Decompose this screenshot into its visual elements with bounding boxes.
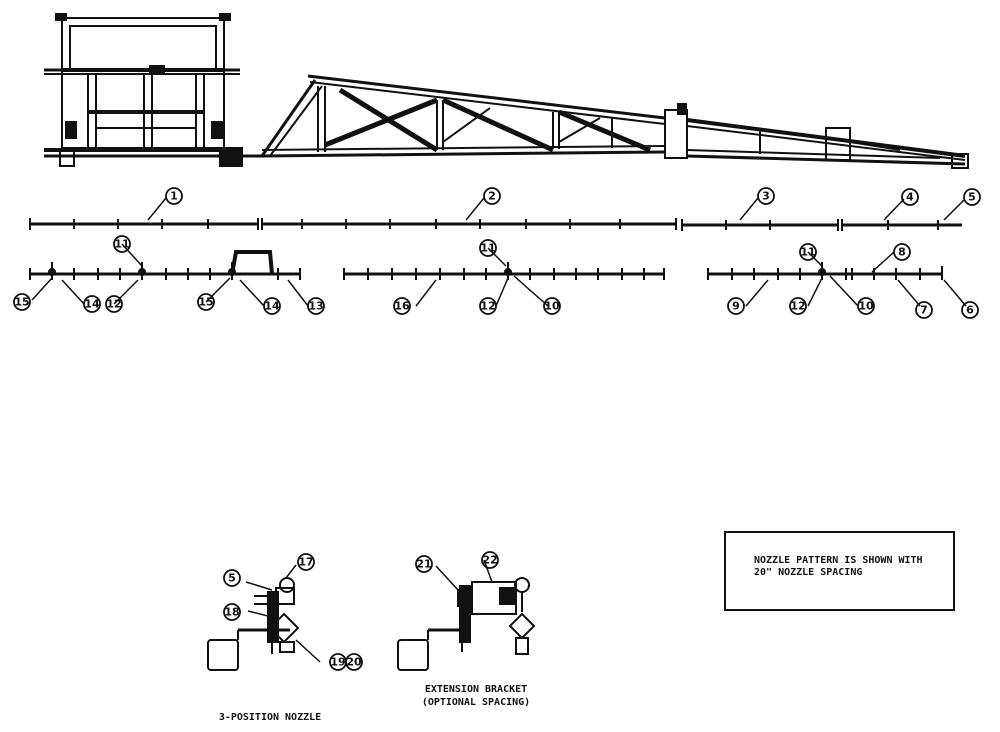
note-line-2: 20" NOZZLE SPACING xyxy=(754,567,863,578)
callout-15: 15 xyxy=(14,296,29,309)
callout-13: 13 xyxy=(308,300,323,313)
callout-5: 5 xyxy=(968,191,976,204)
callout-12: 12 xyxy=(106,298,121,311)
callout-8: 8 xyxy=(898,246,906,259)
extension-caption-line1: EXTENSION BRACKET xyxy=(425,684,527,695)
callout-21: 21 xyxy=(416,558,431,571)
nozzle-caption: 3-POSITION NOZZLE xyxy=(219,712,321,723)
callout-2: 2 xyxy=(488,190,496,203)
three-position-nozzle-detail xyxy=(207,564,321,671)
callout-6: 6 xyxy=(966,304,974,317)
callout-4: 4 xyxy=(906,191,914,204)
note-line-1: NOZZLE PATTERN IS SHOWN WITH xyxy=(754,555,923,566)
boom-frame xyxy=(44,13,969,169)
nozzle-row-right xyxy=(707,262,943,280)
callout-1: 1 xyxy=(170,190,178,203)
callout-20: 20 xyxy=(346,656,362,669)
nozzle-pattern-note: NOZZLE PATTERN IS SHOWN WITH 20" NOZZLE … xyxy=(724,531,955,611)
callout-11: 11 xyxy=(480,242,495,255)
callout-22: 22 xyxy=(482,554,497,567)
callout-15: 15 xyxy=(198,296,213,309)
callout-3: 3 xyxy=(762,190,770,203)
callout-14: 14 xyxy=(84,298,100,311)
callout-17: 17 xyxy=(298,556,313,569)
callout-9: 9 xyxy=(732,300,740,313)
extension-bracket-detail xyxy=(397,559,536,671)
callout-5: 5 xyxy=(228,572,236,585)
nozzle-row-center xyxy=(343,262,665,280)
callout-19: 19 xyxy=(330,656,345,669)
callout-18: 18 xyxy=(224,606,239,619)
callout-12: 12 xyxy=(480,300,495,313)
callout-11: 11 xyxy=(114,238,129,251)
extension-caption-line2: (OPTIONAL SPACING) xyxy=(422,697,530,708)
callout-10: 10 xyxy=(858,300,874,313)
callout-11: 11 xyxy=(800,246,815,259)
callout-10: 10 xyxy=(544,300,560,313)
callout-14: 14 xyxy=(264,300,280,313)
nozzle-row-left xyxy=(29,250,301,280)
callout-16: 16 xyxy=(394,300,410,313)
callout-12: 12 xyxy=(790,300,805,313)
callout-7: 7 xyxy=(920,304,928,317)
boom-pipe-row xyxy=(30,222,962,227)
